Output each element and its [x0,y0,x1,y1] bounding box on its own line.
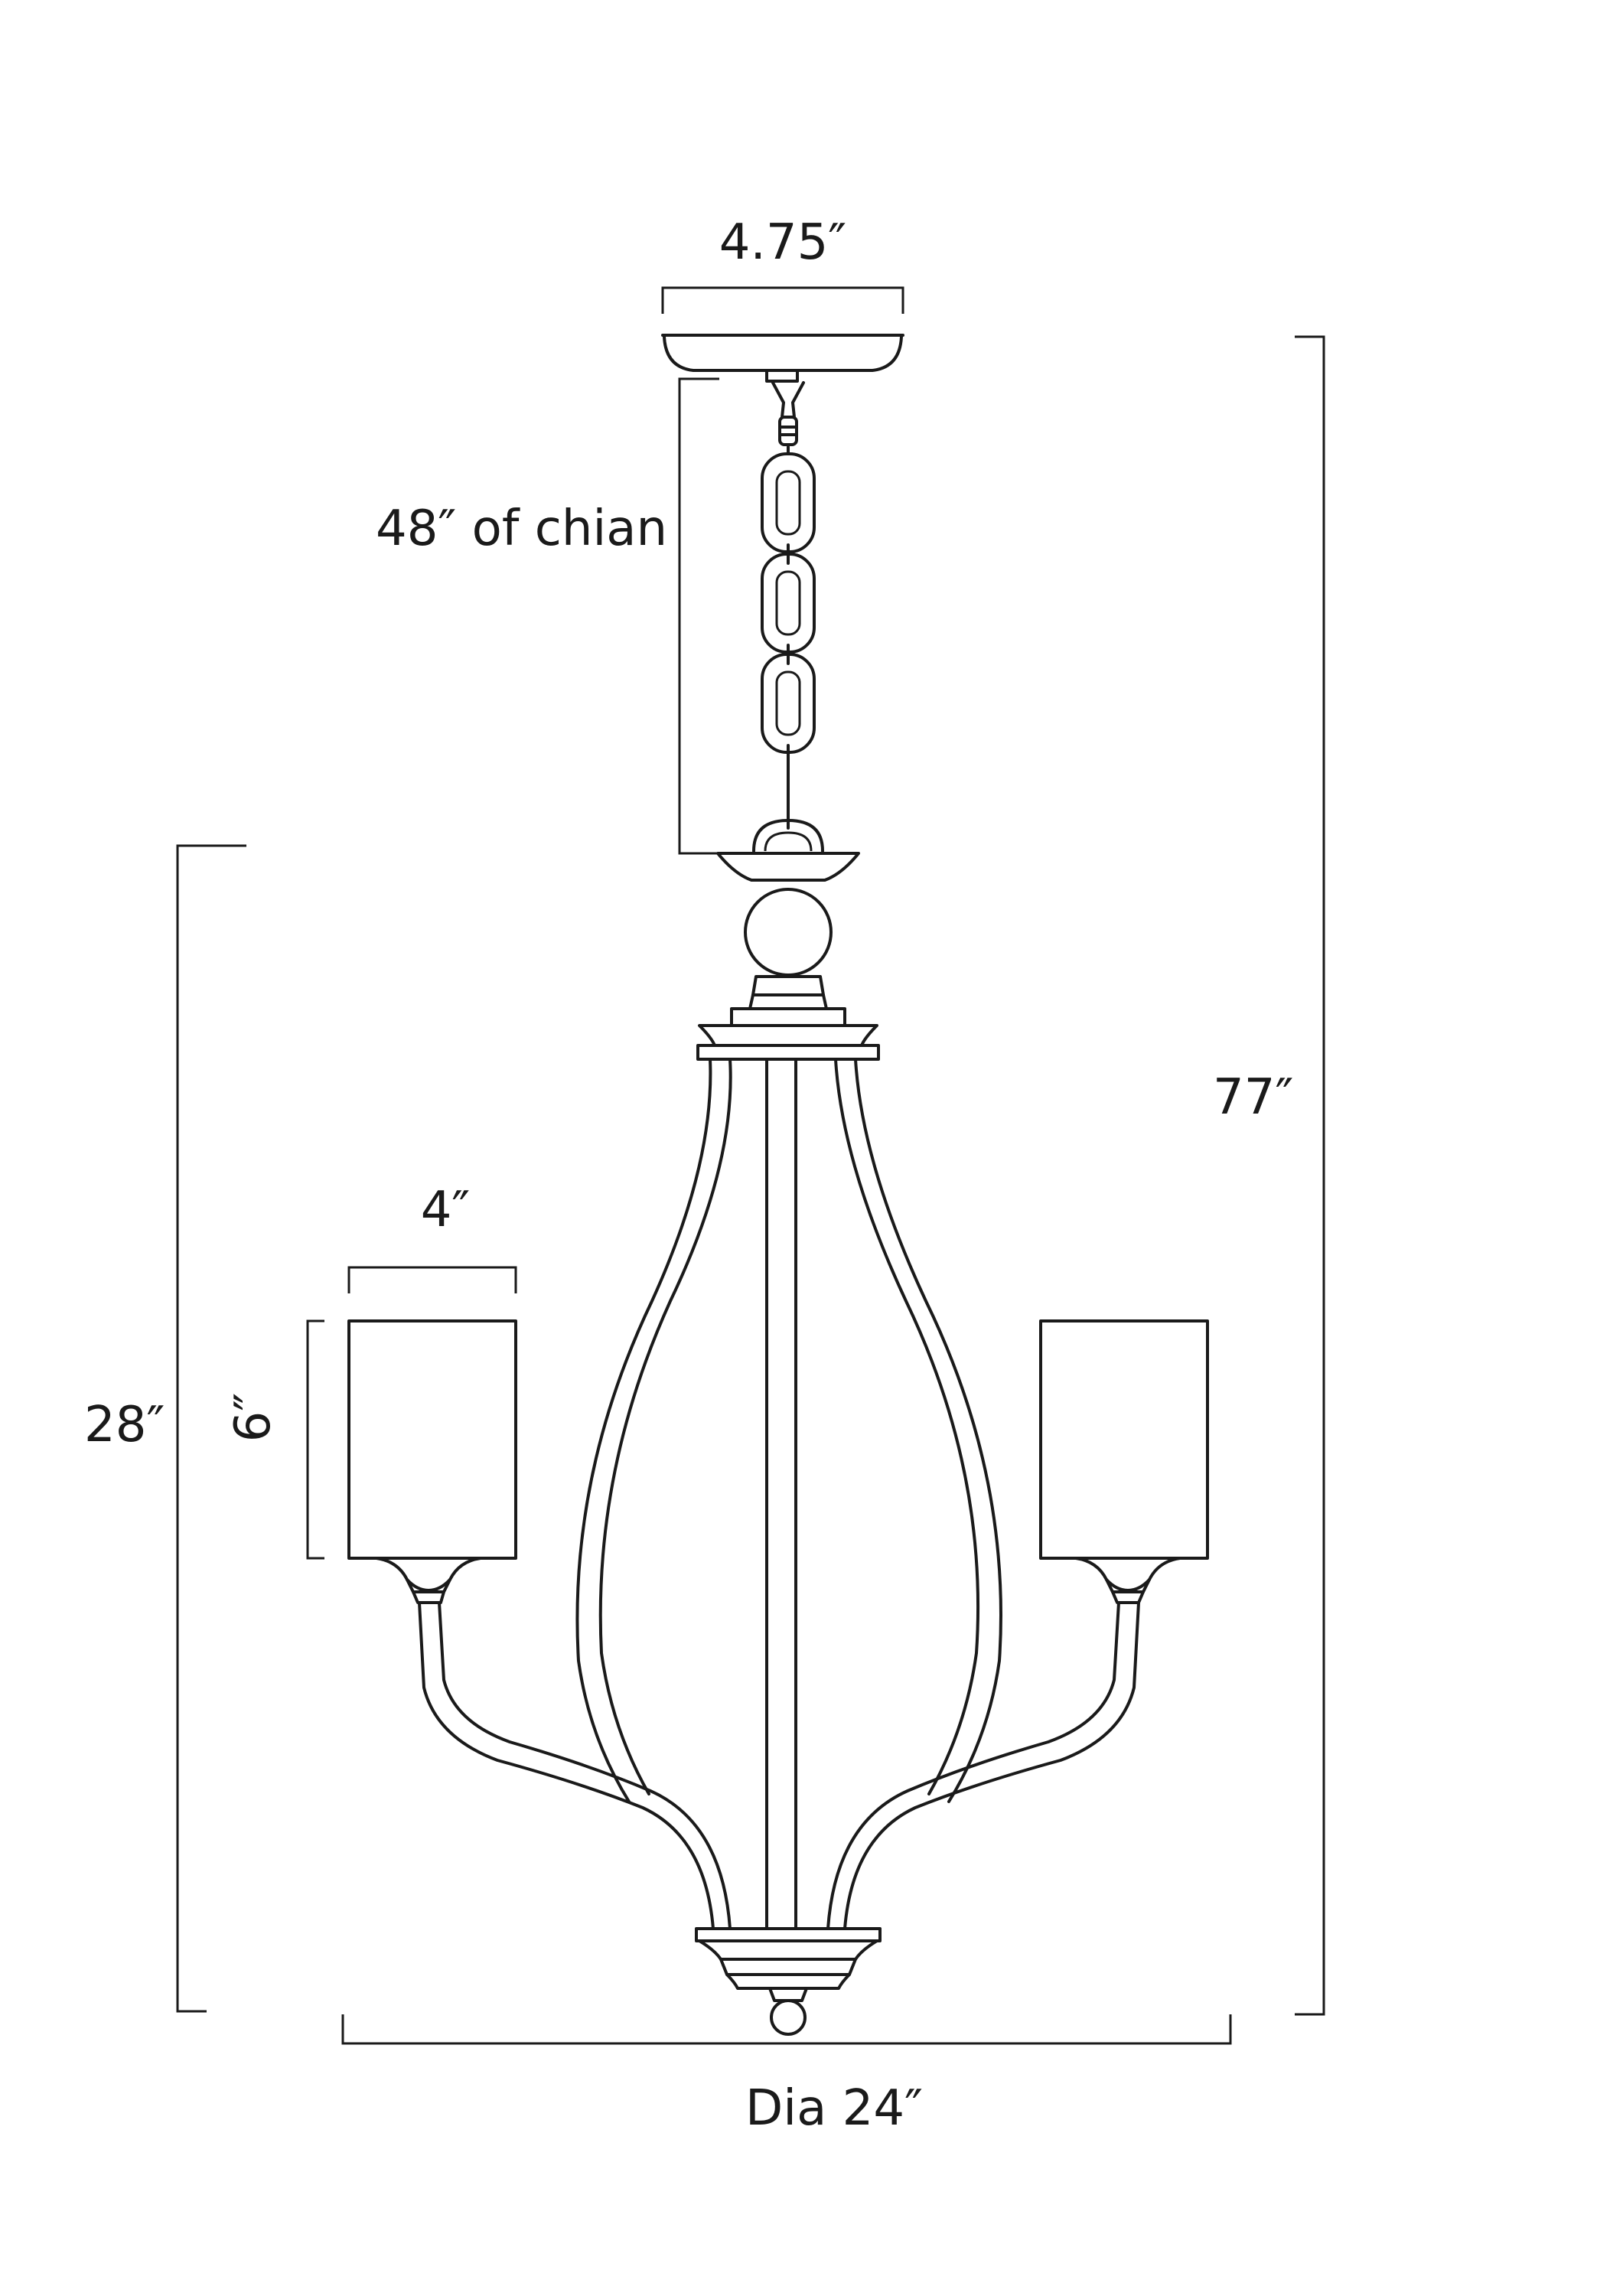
chain [752,381,824,853]
diameter-label: Dia 24″ [745,2080,923,2137]
shade-width-bracket [347,1266,517,1293]
cage-arm-left [575,1058,732,1803]
center-stem [765,1058,797,1930]
fixture-height-label: 28″ [84,1397,165,1453]
glass-shade-left [347,1319,517,1604]
glass-shade-right [1039,1319,1209,1604]
shade-width-label: 4″ [421,1182,471,1238]
top-hardware [696,852,880,1061]
shade-height-label: 6″ [225,1393,282,1443]
ceiling-canopy [661,334,904,383]
chain-length-label: 48″ of chian [376,501,667,557]
canopy-width-bracket [661,286,904,314]
canopy-width-label: 4.75″ [719,214,846,271]
shade-height-bracket [306,1319,324,1560]
overall-height-label: 77″ [1213,1069,1293,1126]
bottom-hardware [695,1927,882,2036]
overall-height-bracket [1295,335,1325,2016]
chain-length-bracket [678,377,719,855]
light-arm-left [418,1601,732,1930]
fixture-height-bracket [176,844,246,2013]
cage-arm-right [834,1058,1002,1803]
light-arm-right [826,1601,1140,1930]
diameter-bracket [341,2014,1232,2045]
